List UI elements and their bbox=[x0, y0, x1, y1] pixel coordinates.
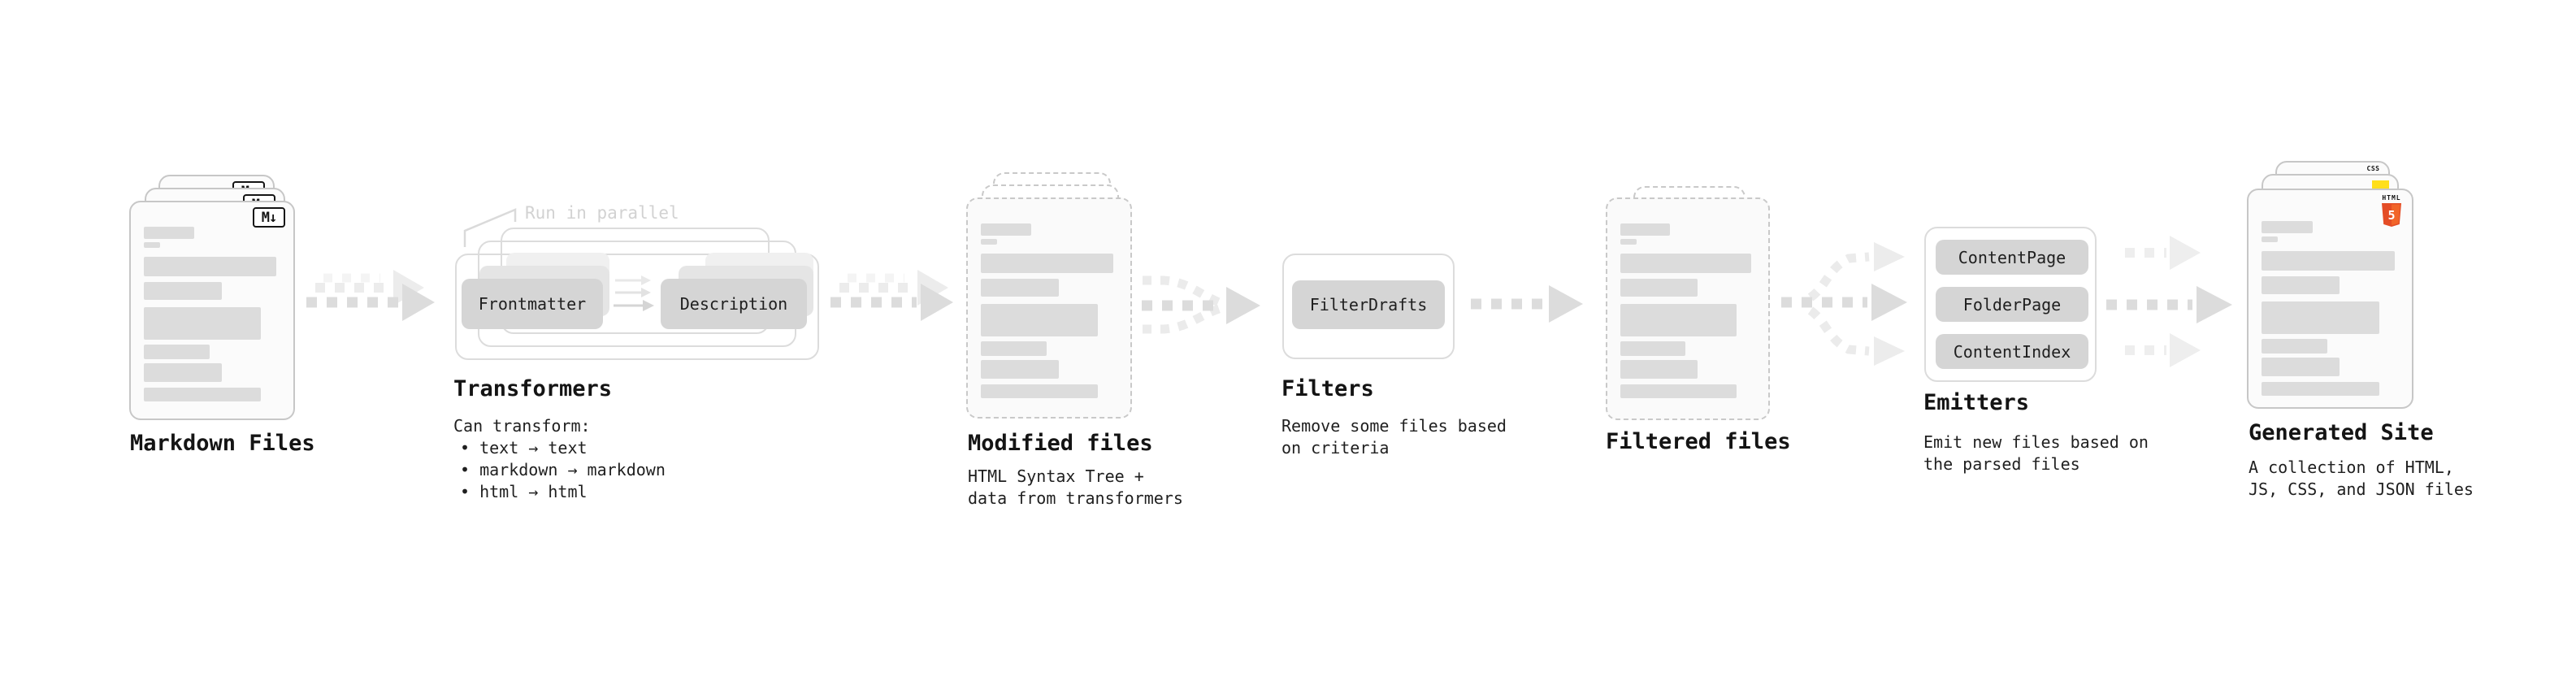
markdown-files-title: Markdown Files bbox=[130, 431, 315, 456]
modified-files-subtitle: HTML Syntax Tree + data from transformer… bbox=[968, 466, 1183, 508]
filters-frame bbox=[1282, 254, 1455, 359]
filters-subtitle: Remove some files based on criteria bbox=[1281, 416, 1507, 458]
arrow-modified-to-filters-converge bbox=[1142, 275, 1260, 334]
emitters-subtitle: Emit new files based on the parsed files bbox=[1923, 432, 2149, 474]
bullet-item: • text → text bbox=[460, 438, 588, 458]
bullet-item: • html → html bbox=[460, 482, 588, 501]
filtered-file-card-front bbox=[1606, 197, 1770, 420]
file-skeleton-lines bbox=[2262, 221, 2399, 396]
modified-file-card-front bbox=[966, 197, 1132, 419]
filterdrafts-chip: FilterDrafts bbox=[1292, 280, 1445, 329]
run-in-parallel-leader-line bbox=[463, 208, 517, 247]
transformers-title: Transformers bbox=[453, 376, 613, 401]
arrow-filters-to-filtered bbox=[1471, 285, 1583, 323]
css-icon-label: CSS bbox=[2366, 165, 2380, 172]
frontmatter-chip: Frontmatter bbox=[462, 279, 603, 329]
markdown-file-card-front: M↓ bbox=[129, 201, 295, 420]
filtered-files-title: Filtered files bbox=[1606, 429, 1791, 454]
contentpage-chip: ContentPage bbox=[1936, 240, 2088, 275]
html5-icon-label: HTML bbox=[2382, 194, 2401, 202]
arrow-markdown-to-transformers bbox=[306, 270, 435, 321]
transformers-bullet-list: • text → text • markdown → markdown • ht… bbox=[460, 437, 666, 503]
file-skeleton-lines bbox=[981, 223, 1117, 398]
bullet-item: • markdown → markdown bbox=[460, 460, 666, 479]
modified-files-title: Modified files bbox=[968, 431, 1153, 456]
javascript-file-icon bbox=[2372, 180, 2389, 189]
markdown-icon: M↓ bbox=[253, 207, 285, 228]
transformer-inner-arrows bbox=[614, 275, 654, 311]
file-skeleton-lines bbox=[1620, 223, 1755, 398]
transformer-frame-front bbox=[455, 254, 819, 360]
generated-file-card-html: HTML 5 bbox=[2247, 189, 2413, 409]
contentindex-chip: ContentIndex bbox=[1936, 334, 2088, 369]
arrow-filtered-to-emitters-diverge bbox=[1781, 242, 1907, 366]
emitters-title: Emitters bbox=[1923, 390, 2030, 415]
generated-site-subtitle: A collection of HTML, JS, CSS, and JSON … bbox=[2249, 458, 2474, 499]
arrows-emitters-to-generated bbox=[2106, 236, 2232, 367]
html5-shield-icon: 5 bbox=[2382, 203, 2401, 227]
arrow-transformers-to-modified bbox=[830, 270, 953, 321]
filters-title: Filters bbox=[1281, 376, 1374, 401]
file-skeleton-lines bbox=[144, 227, 280, 401]
transformers-intro: Can transform: bbox=[453, 416, 591, 436]
run-in-parallel-note: Run in parallel bbox=[525, 203, 679, 223]
description-chip: Description bbox=[661, 279, 807, 329]
svg-text:5: 5 bbox=[2387, 208, 2395, 223]
folderpage-chip: FolderPage bbox=[1936, 287, 2088, 322]
emitters-frame: ContentPage FolderPage ContentIndex bbox=[1924, 227, 2097, 382]
generated-site-title: Generated Site bbox=[2249, 420, 2434, 445]
html5-file-icon: HTML 5 bbox=[2381, 194, 2402, 230]
